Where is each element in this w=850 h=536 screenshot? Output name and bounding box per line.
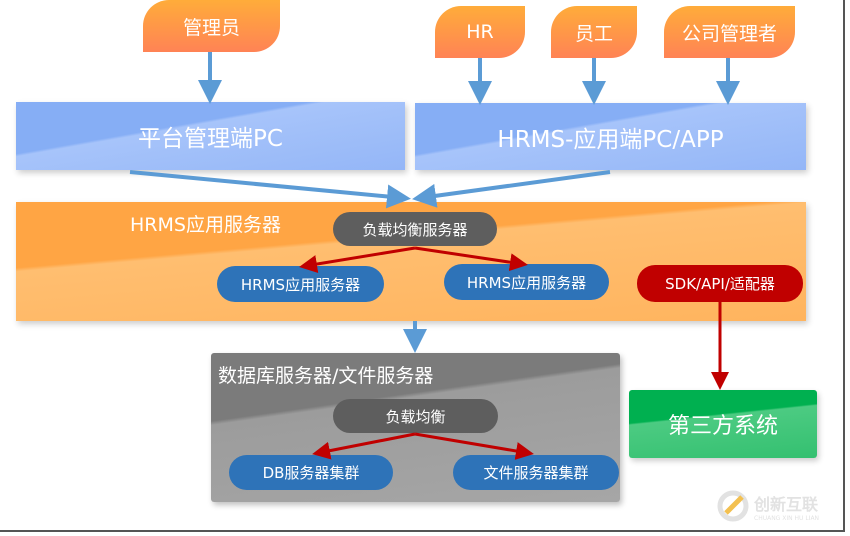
watermark-icon [717,490,749,522]
arrow-app-server [412,170,611,208]
actor-employee: 员工 [551,6,637,58]
actor-company-manager: 公司管理者 [664,6,795,58]
hrms-app-client: HRMS-应用端PC/APP [415,103,806,170]
arrow-platform-server [129,170,411,209]
frame-border-bottom [0,530,845,532]
load-balancer-server: 负载均衡服务器 [333,212,497,246]
third-party-system: 第三方系统 [629,390,817,458]
actor-hr: HR [435,6,525,58]
db-cluster: DB服务器集群 [229,455,393,490]
watermark-logo: 创新互联 CHUANG XIN HU LIAN [716,489,819,523]
sdk-api-adapter: SDK/API/适配器 [637,265,803,302]
data-server-title: 数据库服务器/文件服务器 [218,365,434,387]
platform-admin-pc: 平台管理端PC [16,102,405,170]
arrow-lb-db [312,432,416,460]
actor-admin: 管理员 [143,0,280,52]
frame-border-right [843,0,845,532]
arrow-lb-node1 [299,246,416,273]
arrow-lb-node2 [414,246,528,272]
watermark-text: 创新互联 [754,494,819,514]
arrow-lb-file [414,432,534,460]
app-server-title: HRMS应用服务器 [130,214,281,236]
watermark-subtext: CHUANG XIN HU LIAN [754,514,820,522]
data-load-balancer: 负载均衡 [333,399,498,433]
file-server-cluster: 文件服务器集群 [453,455,619,490]
